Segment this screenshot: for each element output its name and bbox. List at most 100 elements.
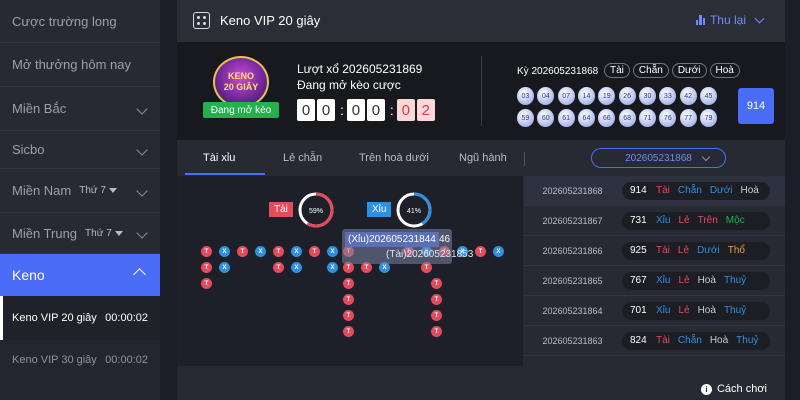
timer-digit: 2 [416,99,435,121]
how-to-play-label: Cách chơi [716,383,767,395]
result-ball: 61 [557,109,575,127]
road-dot-xiu: X [291,246,302,257]
sidebar-subitem-label: Keno VIP 30 giây [12,354,97,366]
sidebar-item-mien-nam[interactable]: Miền Nam Thứ 7 [0,169,160,213]
sidebar-subitem-keno-20[interactable]: Keno VIP 20 giây 00:00:02 [0,296,160,340]
road-dot-tai: T [343,294,354,305]
result-ball: 14 [578,87,595,105]
caret-down-icon [108,188,117,193]
road-dot-tai: T [343,310,354,321]
tab-tren-hoa-duoi[interactable]: Trên hoà dưới [359,152,429,164]
road-dot-tai: T [475,246,486,257]
row-tag: Trên [697,215,718,226]
road-dot-xiu: X [327,246,338,257]
sidebar-item-mien-bac[interactable]: Miền Bắc [0,87,160,131]
row-tag: Mộc [725,215,745,226]
row-tag: Tài [656,185,670,196]
chevron-down-icon [754,13,765,23]
chevron-down-icon [136,102,148,115]
status-badge: Đang mở kèo [203,102,279,118]
keno-logo: KENO 20 GIÂY Đang mở kèo [201,56,281,120]
result-ball: 26 [618,87,636,105]
tai-percent-ring: 59% [298,192,334,228]
row-number: 925 [630,245,647,256]
sidebar-subitem-time: 00:00:02 [105,312,148,324]
sidebar-item-label: Miền Bắc [12,101,67,116]
period-select[interactable]: 202605231868 [591,148,726,168]
countdown-timer: 0 0 : 0 0 : 0 2 [297,99,437,121]
tooltip-value: 46 [439,234,451,245]
road-dot-tai: T [421,262,432,273]
row-tag: Hoà [740,185,759,196]
draw-id: Lượt xổ 202605231869 [297,62,423,76]
row-tag: Tài [656,245,670,256]
row-period: 202605231863 [542,335,603,346]
row-tag: Dưới [709,185,733,196]
sidebar-item-mo-thuong[interactable]: Mở thưởng hôm nay [0,43,160,87]
tooltip-main: (Xỉu)202605231844 [345,232,439,247]
chevron-down-icon [136,143,148,156]
row-tag: Xỉu [656,305,671,316]
row-period: 202605231865 [542,275,603,286]
road-dot-tai: T [237,246,248,257]
road-dot-tai: T [201,262,212,273]
footer: i Cách chơi [177,366,785,400]
result-ball: 07 [557,87,575,105]
tab-ngu-hanh[interactable]: Ngũ hành [459,152,507,164]
row-period: 202605231868 [542,185,603,196]
row-period: 202605231866 [542,245,603,256]
caret-down-icon [114,230,123,236]
road-dot-tai: T [431,310,442,321]
sidebar-item-keno[interactable]: Keno [0,254,160,296]
result-tag: Dưới [671,63,707,78]
how-to-play-button[interactable]: i Cách chơi [700,383,767,395]
road-dot-tai: T [273,246,284,257]
draw-panel: KENO 20 GIÂY Đang mở kèo Lượt xổ 2026052… [177,42,785,140]
sidebar-item-mien-trung[interactable]: Miền Trung Thứ 7 [0,213,160,254]
road-dot-xiu: X [219,246,230,257]
sidebar-item-label: Miền Nam [12,183,72,198]
chevron-down-icon [701,152,711,162]
row-number: 824 [630,335,647,346]
road-dot-tai: T [343,278,354,289]
history-toggle-button[interactable]: Thu lại [695,13,765,27]
chevron-down-icon [136,227,148,239]
road-dot-tai: T [343,262,354,273]
xiu-label: Xỉu [367,202,392,217]
result-ball: 30 [639,87,656,105]
main-panel: Keno VIP 20 giây Thu lại KENO 20 GIÂY Đa… [177,0,785,400]
sidebar-item-label: Sicbo [12,142,45,157]
road-dot-xiu: X [493,246,504,257]
sidebar-item-cuoc-truong-long[interactable]: Cược trường long [0,0,160,43]
result-tag: Hoà [709,63,740,78]
road-dot-tai: T [431,294,442,305]
sidebar-item-label: Cược trường long [12,13,117,29]
tab-tai-xiu[interactable]: Tài xỉu [203,152,236,164]
sidebar-subitem-keno-30[interactable]: Keno VIP 30 giây 00:00:02 [0,340,160,380]
result-ball: 03 [517,87,534,105]
sidebar-subitem-keno-40[interactable] [0,380,160,400]
row-tag: Thuỷ [723,305,747,316]
sidebar-item-sicbo[interactable]: Sicbo [0,131,160,169]
row-tag: Tài [656,335,670,346]
sidebar-subitem-label: Keno VIP 20 giây [12,312,97,324]
day-select[interactable]: Thứ 7 [85,227,112,239]
result-ball: 77 [679,109,697,127]
day-select[interactable]: Thứ 7 [79,185,106,196]
tab-le-chan[interactable]: Lẻ chẵn [283,152,323,164]
row-tag: Hoà [709,335,729,346]
info-icon: i [700,383,712,395]
row-number: 701 [630,305,647,316]
bar-chart-icon [695,15,706,25]
timer-digit: 0 [396,99,415,121]
tai-percent: 59% [309,208,323,215]
